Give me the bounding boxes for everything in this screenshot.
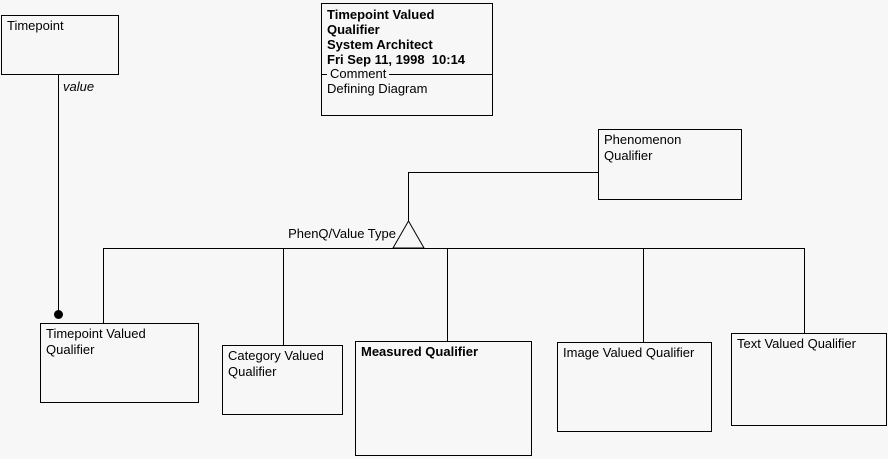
- subtype-triangle-icon: [392, 219, 425, 249]
- diagram-title: Timepoint Valued Qualifier: [327, 7, 439, 37]
- triangle-stem-line: [408, 172, 409, 221]
- divider-rule: [389, 73, 492, 75]
- diagram-timestamp: Fri Sep 11, 1998 10:14: [327, 52, 466, 67]
- node-text-valued-qualifier[interactable]: Text Valued Qualifier: [731, 333, 887, 426]
- node-image-valued-qualifier[interactable]: Image Valued Qualifier: [557, 342, 712, 432]
- drop-line-measured: [447, 248, 448, 341]
- subtype-discriminator-label: PhenQ/Value Type: [288, 226, 396, 241]
- association-endpoint-dot: [54, 310, 63, 319]
- node-phenomenon-qualifier[interactable]: Phenomenon Qualifier: [598, 129, 742, 200]
- comment-section-divider: Comment: [322, 67, 492, 81]
- node-category-valued-qualifier[interactable]: Category Valued Qualifier: [222, 345, 343, 415]
- drop-line-image-valued: [643, 248, 644, 342]
- node-timepoint-valued-qualifier[interactable]: Timepoint Valued Qualifier: [40, 323, 199, 403]
- supertype-connector-line: [408, 172, 598, 173]
- subtype-bus-line: [103, 248, 805, 249]
- value-association-line: [58, 75, 59, 315]
- value-association-label: value: [63, 79, 95, 94]
- comment-section-label: Comment: [330, 66, 387, 81]
- drop-line-timepoint-valued: [103, 248, 104, 323]
- diagram-title-block: Timepoint Valued Qualifier System Archit…: [321, 3, 493, 116]
- drop-line-category-valued: [283, 248, 284, 345]
- node-measured-qualifier[interactable]: Measured Qualifier: [355, 341, 532, 456]
- divider-dash: [322, 73, 327, 75]
- drop-line-text-valued: [804, 248, 805, 333]
- diagram-comment: Defining Diagram: [327, 81, 428, 96]
- node-timepoint[interactable]: Timepoint: [1, 15, 119, 75]
- diagram-product-name: System Architect: [327, 37, 433, 52]
